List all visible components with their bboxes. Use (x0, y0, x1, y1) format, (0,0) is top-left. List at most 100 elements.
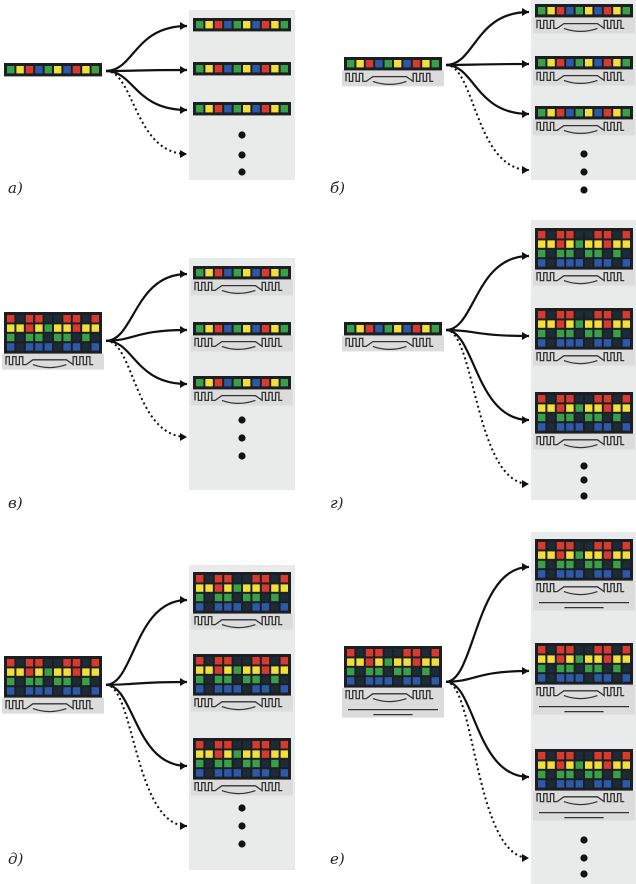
panel-4-arrow-dotted-head (180, 822, 187, 830)
panel-3-target-strip-2-cell (613, 404, 621, 412)
panel-1-target-strip-0-cell (575, 7, 583, 15)
panel-5-target-strip-1-cell (594, 664, 602, 673)
panel-5-target-strip-1-wave-bg (533, 684, 635, 715)
panel-4-target-strip-2-cell (271, 769, 279, 777)
panel-1-target-strip-0-wave-bg (533, 17, 635, 34)
panel-5-arrow-dotted-head (522, 854, 529, 862)
panel-4-target-strip-1-wave-bg (191, 695, 293, 712)
panel-4-target-strip-2 (191, 738, 293, 796)
panel-5-target-strip-0-cell (556, 551, 565, 559)
panel-2-target-strip-0-cell (280, 269, 288, 277)
panel-0-target-strip-2 (193, 102, 291, 116)
panel-1-target-strip-1-cell (538, 59, 546, 67)
panel-1-target-strip-0-cell (622, 7, 630, 15)
panel-3-target-strip-0-cell (566, 259, 574, 267)
panel-4-target-strip-0-cell (214, 603, 223, 611)
panel-5-target-strip-2-cell (538, 770, 546, 779)
panel-5-target-strip-2-cell (566, 780, 574, 788)
panel-5-source-strip-cell (422, 649, 430, 657)
panel-1-target-strip-2-wave-bg (533, 119, 635, 136)
panel-5-target-strip-2-cell (594, 761, 602, 769)
panel-3-source-strip-wave (345, 337, 434, 348)
panel-5-target-strip-2-cell (547, 780, 555, 788)
panel-0-target-strip-2-cell (233, 105, 241, 113)
panel-5-arrow-2-head (522, 773, 529, 781)
panel-2-target-strip-2-cell (261, 379, 270, 387)
panel-0-target-strip-2-cell (224, 105, 232, 113)
panel-4-target-strip-2-cell (261, 769, 270, 777)
panel-2-target-strip-0-cell (233, 269, 241, 277)
panel-3-target-strip-2-cell (585, 404, 593, 412)
panel-4-target-strip-0-cell (233, 593, 241, 602)
panel-5-target-strip-1-cell (556, 646, 565, 654)
panel-3-target-strip-0-cell (556, 249, 565, 258)
panel-4-source-strip-cell (72, 687, 81, 695)
panel-5-target-strip-0-cell (622, 551, 630, 559)
panel-2-source-strip-cell (91, 315, 99, 323)
panel-2-source-strip-cell (16, 333, 24, 342)
panel-4-target-strip-2-cell (214, 769, 223, 777)
panel-0-target-strip-2-cell (252, 105, 260, 113)
panel-4-target-strip-0-cell (205, 584, 213, 592)
panel-5-source-strip-cell (412, 667, 421, 676)
panel-4-target-strip-2-cell (224, 741, 232, 749)
panel-5-target-strip-0-cell (622, 560, 630, 569)
panel-5-source-strip-cell (384, 649, 392, 657)
panel-4-target-strip-0-cell (271, 593, 279, 602)
panel-3-source-strip-cell (347, 325, 355, 333)
panel-4-source-strip-cell (35, 687, 43, 695)
panel-5-target-strip-1-wave-lower (563, 695, 598, 700)
panel-3-target-strip-1-cell (622, 339, 630, 347)
panel-3-target-strip-0-cell (556, 231, 565, 239)
panel-3-target-strip-2-cell (538, 413, 546, 422)
panel-3-target-strip-2-cell (566, 404, 574, 412)
panel-3-target-strip-2-cell (556, 423, 565, 431)
panel-5-target-strip-1-cell (594, 674, 602, 682)
panel-3-target-strip-0-cell (566, 240, 574, 248)
panel-4-target-strip-2-cell (214, 759, 223, 768)
panel-3 (342, 220, 636, 500)
panel-5-source-strip-cell (394, 649, 402, 657)
panel-3-target-strip-0-cell (585, 231, 593, 239)
panel-5-target-strip-0-cell (603, 560, 612, 569)
panel-5-target-strip-2-cell (603, 752, 612, 760)
panel-4-target-strip-0-cell (280, 603, 288, 611)
panel-1-continuation-dot-2 (580, 186, 588, 194)
panel-5-source-strip (342, 646, 444, 718)
panel-5-target-strip-2-cell (594, 770, 602, 779)
panel-4-target-strip-2-cell (205, 769, 213, 777)
panel-5-arrow-0-head (522, 563, 529, 571)
panel-5-target-strip-1-cell (585, 646, 593, 654)
panel-2-arrow-0-head (180, 270, 187, 278)
panel-5-target-strip-0-cell (622, 542, 630, 550)
panel-4-target-strip-2-cell (196, 741, 204, 749)
panel-4-source-strip-cell (63, 659, 71, 667)
panel-1-target-strip-2-cell (622, 109, 630, 117)
panel-5-source-strip-cell (431, 677, 439, 685)
panel-3-target-strip-2-cell (603, 413, 612, 422)
panel-5-source-strip-cell (431, 667, 439, 676)
panel-3-target-strip-1-cell (594, 339, 602, 347)
panel-5-target-strip-1-cell (594, 655, 602, 663)
panel-4-target-strip-2-cell (233, 750, 241, 758)
panel-5-target-strip-2-cell (585, 761, 593, 769)
panel-4-target-strip-0-cell (224, 593, 232, 602)
panel-3-target-strip-0-cell (622, 249, 630, 258)
panel-2-source-strip-cell (72, 343, 81, 351)
panel-4-source-strip-cell (25, 677, 34, 686)
panel-5-source-strip-cell (403, 649, 411, 657)
panel-5-target-strip-0-cell (613, 560, 621, 569)
panel-2-target-strip-1-cell (271, 325, 279, 333)
panel-2-source-strip (2, 312, 104, 370)
panel-3-target-strip-0-cell (538, 240, 546, 248)
panel-5-target-strip-0-wave-lower (563, 591, 598, 596)
panel-1-target-strip-2-cell (613, 109, 621, 117)
panel-5-target-strip-1-cell (575, 674, 583, 682)
panel-0-continuation-dot-0 (238, 131, 246, 139)
panel-3-target-strip-2-cell (575, 395, 583, 403)
panel-4-target-strip-0-cell (243, 593, 251, 602)
panel-3-target-strip-1-cell (622, 320, 630, 328)
panel-4-target-strip-0-cell (252, 584, 260, 592)
panel-0-target-strip-2-cell (271, 105, 279, 113)
panel-5-target-strip-0-cell (547, 551, 555, 559)
